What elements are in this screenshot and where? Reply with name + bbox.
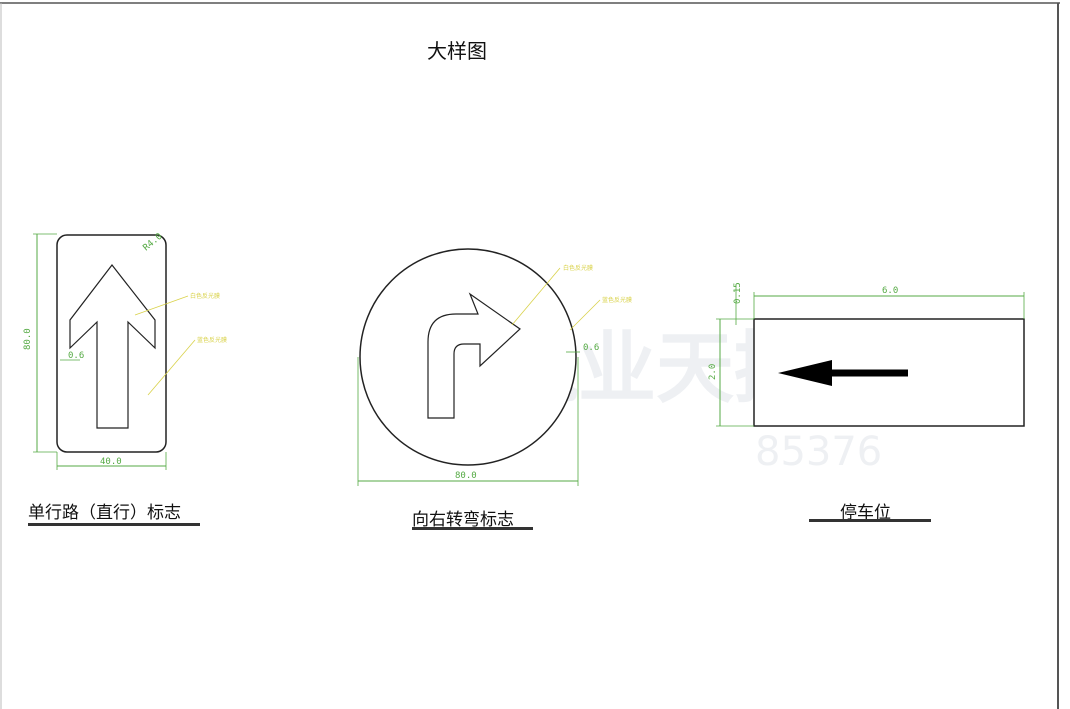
- one-way-label-underline: [28, 523, 200, 526]
- one-way-height-dim: 80.0: [23, 328, 33, 350]
- one-way-width-dim: 40.0: [100, 457, 122, 467]
- one-way-note-blue: 蓝色反光膜: [197, 336, 227, 344]
- parking-height-dim: 2.0: [708, 364, 718, 380]
- parking-stall-label: 停车位: [840, 503, 891, 523]
- parking-stall-drawing: 6.0 2.0 0.15: [708, 282, 1025, 427]
- turn-right-note-blue: 蓝色反光膜: [602, 296, 632, 304]
- straight-arrow-icon: [69, 264, 156, 429]
- turn-right-diameter-dim: 80.0: [455, 471, 477, 481]
- turn-right-arrow-icon: [427, 292, 521, 419]
- one-way-note-white: 白色反光膜: [190, 292, 220, 300]
- parking-line-dim: 0.15: [733, 282, 743, 304]
- drawing-title: 大样图: [427, 39, 487, 63]
- one-way-sign-label: 单行路（直行）标志: [28, 503, 181, 523]
- turn-right-sign-drawing: 80.0 0.6 白色反光膜 蓝色反光膜: [357, 248, 632, 486]
- parking-label-underline: [809, 519, 931, 522]
- parking-width-dim: 6.0: [882, 286, 898, 296]
- one-way-offset-dim: 0.6: [68, 351, 84, 361]
- turn-right-note-white: 白色反光膜: [563, 264, 593, 272]
- one-way-sign-drawing: 80.0 40.0 R4.0 0.6 白色反光膜 蓝色反光膜: [23, 232, 227, 470]
- turn-right-label-underline: [412, 527, 533, 530]
- watermark-sub: 85376: [755, 429, 882, 475]
- turn-right-sign-plate: [359, 248, 577, 466]
- left-arrow-icon: [778, 360, 832, 386]
- turn-right-sign-label: 向右转弯标志: [412, 510, 514, 530]
- turn-right-offset-dim: 0.6: [583, 343, 599, 353]
